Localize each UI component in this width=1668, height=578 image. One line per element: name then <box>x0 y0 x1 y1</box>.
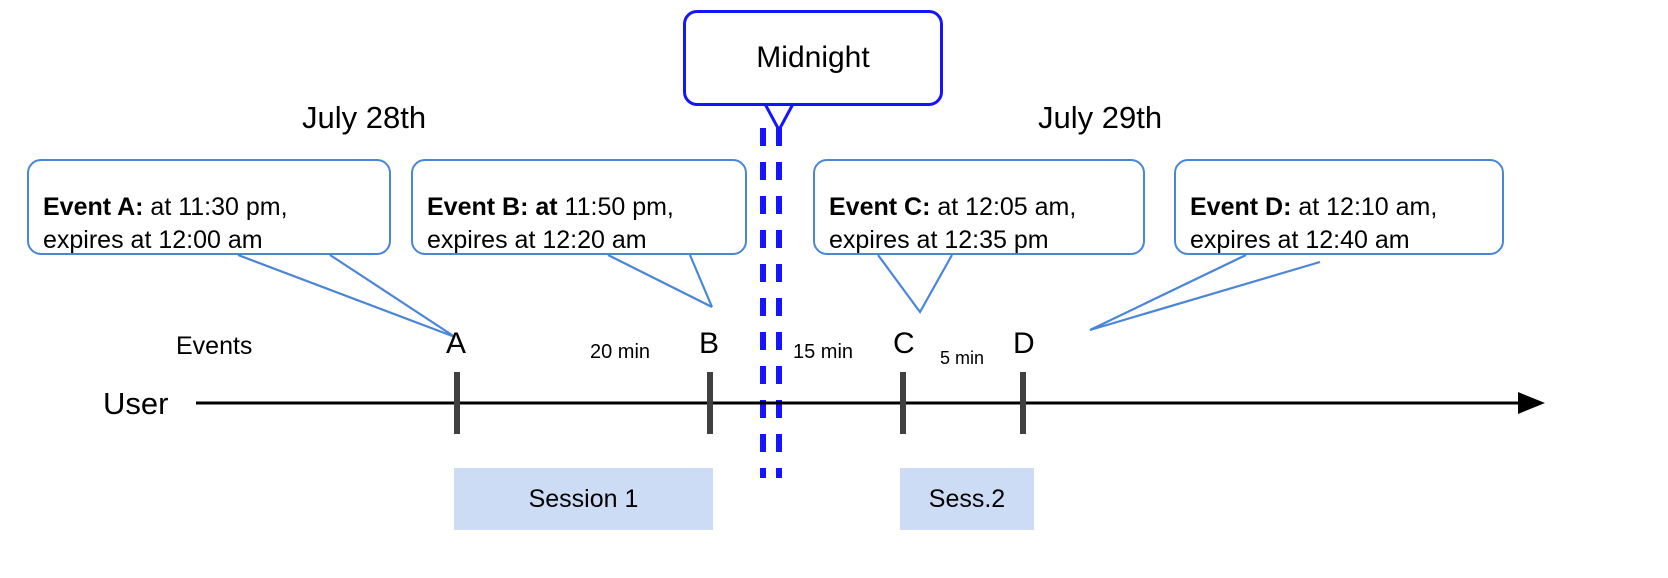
date-label-july-28: July 28th <box>302 100 427 135</box>
tick-label-d: D <box>1013 327 1035 360</box>
callout-event-d-text: Event D: at 12:10 am, expires at 12:40 a… <box>1176 158 1451 257</box>
callout-event-d: Event D: at 12:10 am, expires at 12:40 a… <box>1174 159 1504 255</box>
tick-label-a: A <box>446 327 467 360</box>
session-2-label: Sess.2 <box>928 484 1006 513</box>
event-a-leader <box>237 253 456 339</box>
event-a-leader-secondary <box>329 254 456 338</box>
callout-event-a-text: Event A: at 11:30 pm, expires at 12:00 a… <box>29 158 302 257</box>
date-label-july-29: July 29th <box>1038 100 1163 135</box>
midnight-label: Midnight <box>756 41 870 74</box>
callout-event-b-text: Event B: at 11:50 pm, expires at 12:20 a… <box>413 158 688 257</box>
event-b-leader <box>607 254 713 308</box>
midnight-callout-tail <box>762 102 796 134</box>
row-label-user: User <box>103 386 169 421</box>
event-c-leader <box>877 254 953 315</box>
callout-event-c-text: Event C: at 12:05 am, expires at 12:35 p… <box>815 158 1090 257</box>
callout-event-b: Event B: at 11:50 pm, expires at 12:20 a… <box>411 159 747 255</box>
gap-label-15-min: 15 min <box>793 341 854 363</box>
gap-label-20-min: 20 min <box>590 341 651 363</box>
callout-event-b-rest: 11:50 pm, expires at 12:20 am <box>427 192 674 254</box>
event-b-leader-secondary <box>688 254 714 308</box>
callout-event-a-bold: Event A: <box>43 192 144 221</box>
callout-event-c: Event C: at 12:05 am, expires at 12:35 p… <box>813 159 1145 255</box>
gap-label-5-min: 5 min <box>940 348 985 368</box>
callout-event-a: Event A: at 11:30 pm, expires at 12:00 a… <box>27 159 391 255</box>
callout-event-a-rest: at 11:30 pm, expires at 12:00 am <box>43 192 288 254</box>
callout-event-d-bold: Event D: <box>1190 192 1292 221</box>
tick-label-b: B <box>699 327 720 360</box>
midnight-callout: Midnight <box>683 10 943 106</box>
session-box-1: Session 1 <box>454 468 713 530</box>
callout-event-d-rest: at 12:10 am, expires at 12:40 am <box>1190 192 1438 254</box>
callout-event-b-bold: Event B: at <box>427 192 558 221</box>
timeline-arrowhead <box>1518 392 1545 414</box>
row-label-events: Events <box>176 332 253 360</box>
session-box-2: Sess.2 <box>900 468 1034 530</box>
session-1-label: Session 1 <box>528 484 639 513</box>
callout-event-c-rest: at 12:05 am, expires at 12:35 pm <box>829 192 1077 254</box>
event-d-leader-secondary <box>1089 260 1321 332</box>
tick-label-c: C <box>893 327 915 360</box>
event-d-leader <box>1089 254 1247 331</box>
callout-event-c-bold: Event C: <box>829 192 931 221</box>
